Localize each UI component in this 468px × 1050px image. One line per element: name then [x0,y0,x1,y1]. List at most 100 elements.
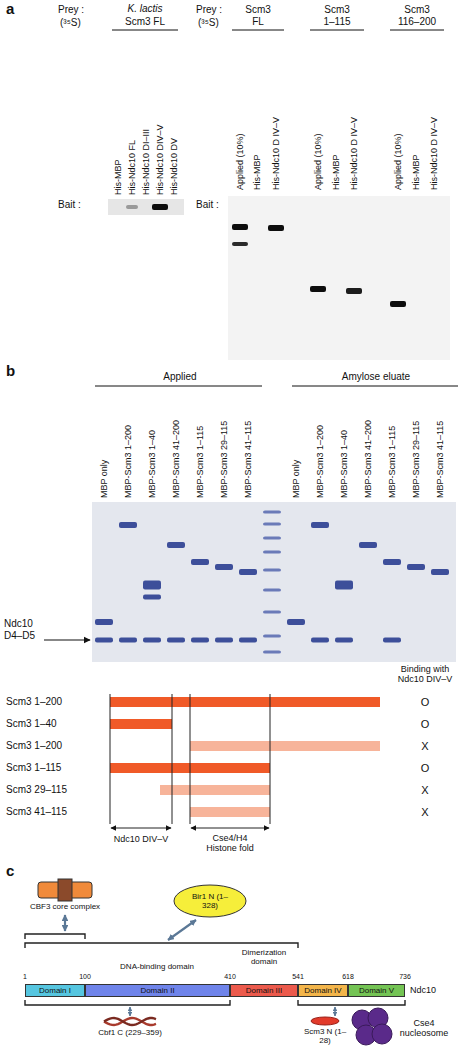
gel-band [311,638,329,643]
gel-band [311,522,329,528]
node-text: Cbf1 C (229–359) [90,1028,170,1037]
group-underline [112,30,178,31]
gel-band [215,638,233,643]
gel-band [239,569,257,575]
gel-band [152,204,168,210]
annotation-label: Applied [163,371,196,383]
coomassie-gel [92,502,456,662]
domain-segment: Domain III [230,984,298,997]
lane-label: MBP-Scm3 29–115 [219,421,229,498]
nucleosome-lobe [372,1024,392,1044]
annotation-label: Prey : [58,4,84,16]
gel-band [431,569,449,575]
lane-label: His-MBP [331,155,341,191]
annotation-label: DNA-binding domain [120,962,194,971]
gel-band [383,559,401,565]
annotation-label: (³⁵S) [60,17,81,29]
lane-label: MBP-Scm3 41–115 [243,421,253,498]
group-underline [95,386,262,387]
gel-band [335,638,353,643]
gel-band [407,564,425,570]
gel-band [191,638,209,643]
marker-band [263,635,281,638]
group-underline [390,30,444,31]
dna-binding-protein: Cbf1 C (229–359) [90,1017,170,1041]
marker-band [263,523,281,526]
lane-label: MBP-Scm3 41–200 [363,420,373,498]
autoradiograph-strip [108,199,184,215]
gel-band [239,638,257,643]
lane-label: Applied (10%) [235,133,245,190]
marker-band [263,651,281,654]
lane-label: MBP only [99,460,109,498]
marker-band [263,569,281,572]
node-text: Domain IV [304,986,341,995]
panel-letter: b [6,362,15,379]
gel-band [143,595,161,600]
domain-segment: Domain IV [298,984,348,997]
lane-label: MBP-Scm3 41–200 [171,420,181,498]
construct-label: Scm3 1–115 [6,762,61,774]
lane-label: MBP-Scm3 1–115 [387,426,397,498]
node-text: Cse4 nucleosome [396,1018,452,1039]
binding-symbol: O [421,762,430,775]
annotation-label: (³⁵S) [198,17,219,29]
construct-bar [160,785,270,795]
lane-label: His-Ndc10 DI–III [141,129,151,195]
lane-label: His-Ndc10 FL [127,140,137,195]
interaction-arrow [64,915,66,931]
marker-band [263,589,281,592]
region-arrow [111,828,171,829]
lane-label: His-MBP [252,155,262,191]
lane-label: His-MBP [113,160,123,196]
lane-label: His-Ndc10 D IV–V [349,117,359,190]
binding-symbol: O [421,718,430,731]
construct-label: Scm3 1–200 [6,696,62,708]
panel-letter: a [6,0,14,17]
gel-band [143,581,161,590]
lane-label: MBP-Scm3 1–115 [195,426,205,498]
lane-label: MBP-Scm3 1–40 [147,430,157,498]
gel-band [359,542,377,548]
annotation-label: Ndc10 D4–D5 [4,618,42,641]
lane-label: His-Ndc10 D IV–V [429,117,439,190]
residue-number: 736 [399,973,411,981]
gel-band [167,542,185,548]
residue-number: 100 [79,973,91,981]
region-arrow [191,828,269,829]
residue-number: 1 [23,973,27,981]
interaction-arrow [168,920,196,940]
marker-band [263,551,281,554]
gel-band [232,224,248,230]
gel-band [119,522,137,528]
residue-number: 410 [224,973,236,981]
gel-band [335,581,353,590]
node-text: Domain II [140,986,174,995]
node-text: Domain V [359,986,394,995]
region-line [110,694,111,824]
lane-label: Applied (10%) [313,133,323,190]
helix-strand [104,1018,156,1025]
gel-band [215,564,233,570]
annotation-label: Scm3 FL [125,16,165,28]
annotation-label: K. lactis [127,3,162,15]
gel-band [95,619,113,625]
lane-label: MBP-Scm3 1–200 [315,425,325,498]
residue-number: 541 [292,973,304,981]
region-line [172,694,173,824]
domain-segment: Domain I [25,984,85,997]
range-bracket [25,1000,230,1005]
node-text: Scm3 N (1–28) [302,1027,348,1045]
lane-label: His-Ndc10 D IV–V [271,117,281,190]
autoradiograph-gel [228,196,450,360]
gel-band [310,286,326,292]
binding-symbol: X [421,740,428,753]
annotation-label: Prey : [196,4,222,16]
interaction-arrow [334,1007,336,1016]
construct-label: Scm3 41–115 [6,806,67,818]
node-text: Bir1 N (1–328) [188,892,232,910]
annotation-label: Bait : [58,199,81,211]
construct-bar [190,807,270,817]
gel-band [346,288,362,294]
marker-band [263,537,281,540]
